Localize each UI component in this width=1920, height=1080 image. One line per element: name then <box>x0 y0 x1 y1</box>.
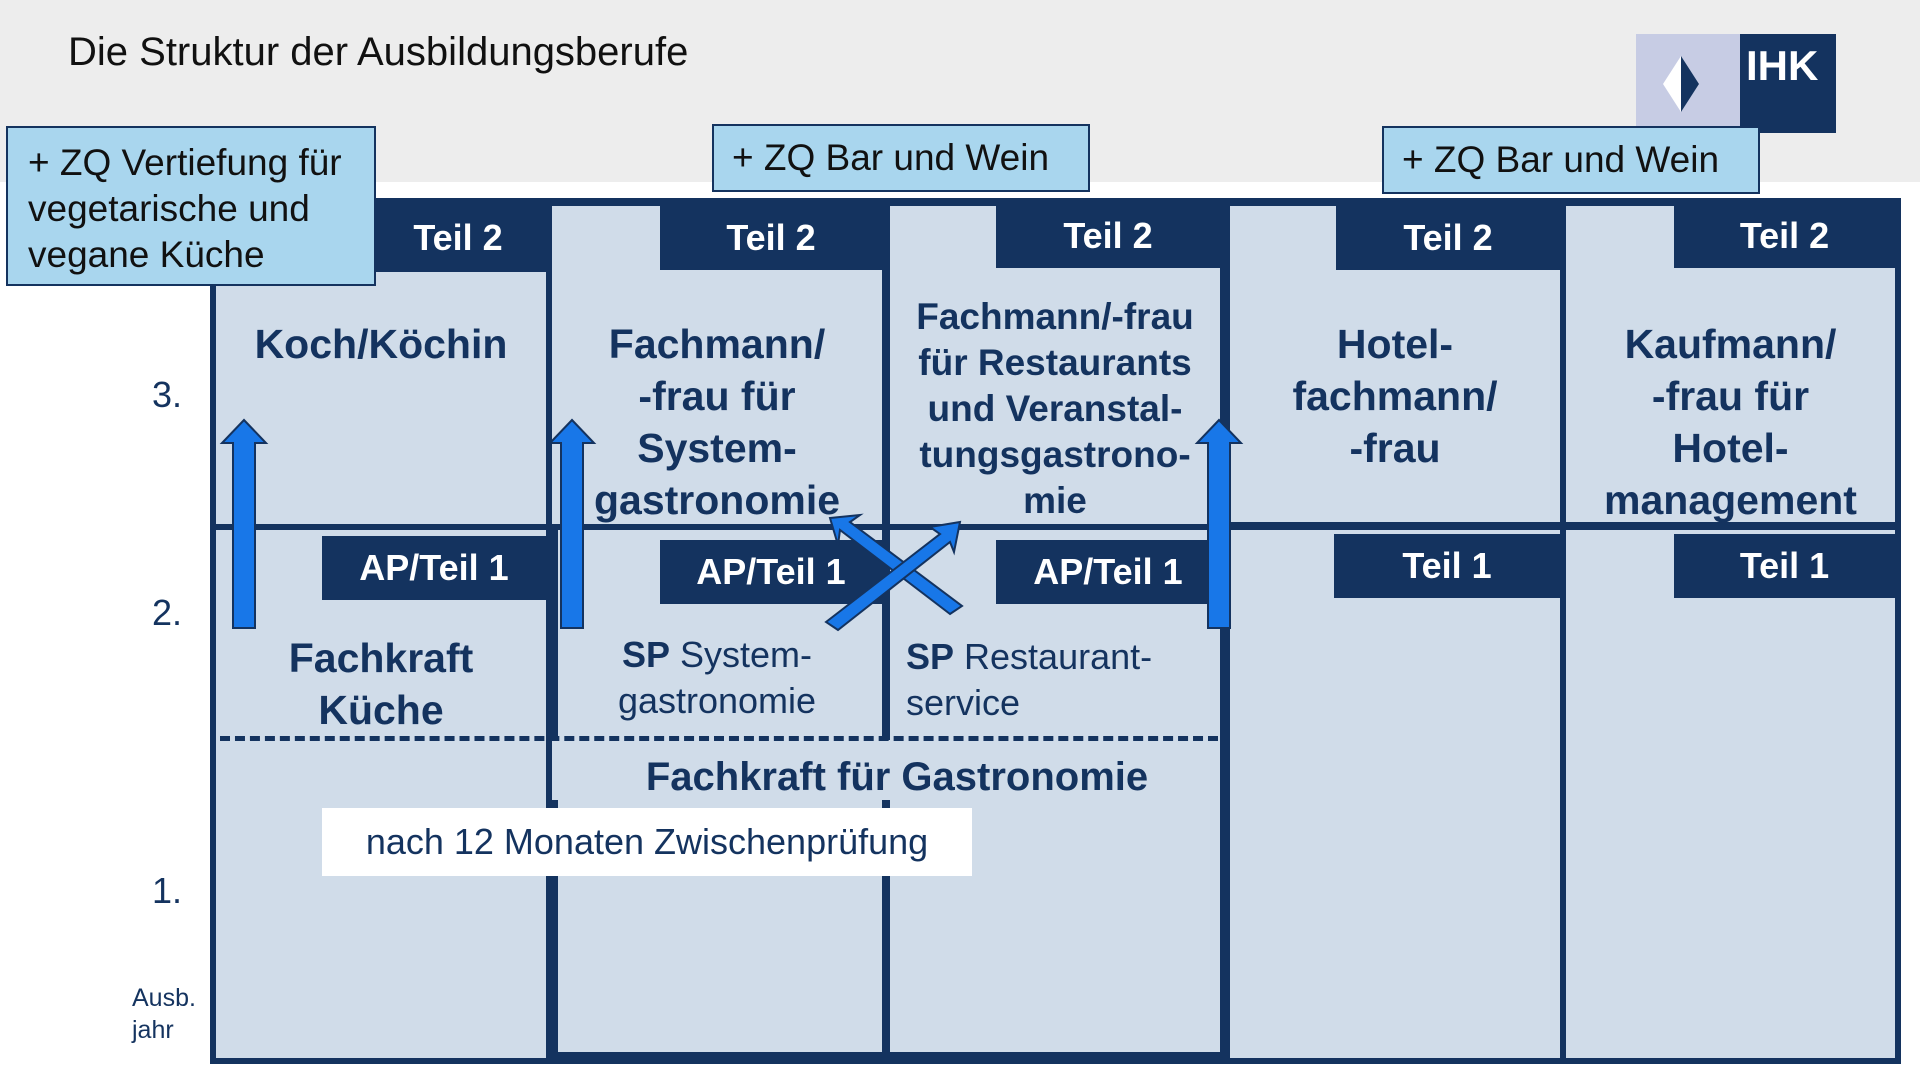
title-fachkraft-kueche-line1: Fachkraft <box>288 635 474 681</box>
zq-vegetarisch-line3: vegane Küche <box>28 234 265 275</box>
tag-teil1-kaufmann: Teil 1 <box>1674 534 1895 598</box>
logo-left-panel <box>1636 34 1740 133</box>
logo-text: IHK <box>1746 42 1819 89</box>
logo-diamond-icon <box>1663 56 1699 112</box>
tag-ap-teil1-system: AP/Teil 1 <box>660 540 882 604</box>
sp-restaurant-line2: service <box>906 682 1021 723</box>
zwischenpruefung-note: nach 12 Monaten Zwischenprüfung <box>322 808 972 876</box>
fachkraft-gastronomie-label: Fachkraft für Gastronomie <box>645 755 1149 799</box>
zq-vegetarisch-line2: vegetarische und <box>28 188 310 229</box>
title-restaurant-line5: mie <box>1023 480 1087 521</box>
tag-teil2-kaufmann: Teil 2 <box>1674 204 1895 268</box>
sp-system-text1: System- <box>670 634 813 675</box>
title-hotel-line3: -frau <box>1349 425 1441 471</box>
zq-box-bar-wein-system: + ZQ Bar und Wein <box>712 124 1090 192</box>
tag-teil1-hotel: Teil 1 <box>1334 534 1560 598</box>
arrow-up-restaurant-icon <box>1194 418 1244 629</box>
fachkraft-gastro-band <box>552 740 1220 800</box>
tag-teil2-restaurant: Teil 2 <box>996 204 1220 268</box>
arrow-cross-to-restaurant-icon <box>824 520 962 632</box>
year-3-label: 3. <box>152 374 183 415</box>
cell-koch-upper <box>216 272 546 524</box>
title-koch-line1: Koch/Köchin <box>254 321 508 367</box>
sp-system-abbr: SP <box>621 634 670 675</box>
arrow-cross-to-system-icon <box>828 513 964 616</box>
title-restaurant: Fachmann/-frau für Restaurants und Veran… <box>890 294 1220 524</box>
cell-kaufmann-lower <box>1566 530 1895 1058</box>
title-kaufmann-line3: Hotel- <box>1672 425 1789 471</box>
year-2-label: 2. <box>152 592 183 633</box>
cell-koch-lower <box>216 530 546 1058</box>
ausb-line1: Ausb. <box>132 984 196 1012</box>
sp-restaurant-line1: SP Restaurant- <box>906 634 1206 680</box>
page-title: Die Struktur der Ausbildungsberufe <box>68 30 689 74</box>
sp-restaurant: SP Restaurant- service <box>906 634 1206 726</box>
title-restaurant-line2: für Restaurants <box>918 342 1192 383</box>
tag-teil2-koch: Teil 2 <box>370 206 546 270</box>
title-system-line4: gastronomie <box>593 477 841 523</box>
title-restaurant-line1: Fachmann/-frau <box>916 296 1194 337</box>
year-1-label: 1. <box>152 870 183 911</box>
title-hotel-line1: Hotel- <box>1336 321 1454 367</box>
title-kaufmann-line2: -frau für <box>1651 373 1810 419</box>
ausb-line2: jahr <box>132 1016 174 1044</box>
title-kaufmann-line1: Kaufmann/ <box>1624 321 1837 367</box>
title-kaufmann-line4: management <box>1604 477 1857 523</box>
tag-teil2-hotel: Teil 2 <box>1336 206 1560 270</box>
title-restaurant-line3: und Veranstal- <box>927 388 1183 429</box>
sp-restaurant-text1: Restaurant- <box>954 636 1153 677</box>
zq-vegetarisch-line1: + ZQ Vertiefung für <box>28 142 342 183</box>
tag-ap-teil1-restaurant: AP/Teil 1 <box>996 540 1220 604</box>
title-restaurant-line4: tungsgastrono- <box>919 434 1191 475</box>
zq-box-bar-wein-hotel: + ZQ Bar und Wein <box>1382 126 1760 194</box>
zq-box-vegetarisch: + ZQ Vertiefung für vegetarische und veg… <box>6 126 376 286</box>
title-system-line2: -frau für <box>638 373 796 419</box>
sp-restaurant-abbr: SP <box>906 636 955 677</box>
title-system-line1: Fachmann/ <box>608 321 826 367</box>
dash-dot-divider <box>220 736 1218 741</box>
title-hotel: Hotel- fachmann/ -frau <box>1230 318 1560 474</box>
cell-hotel-lower <box>1230 530 1560 1058</box>
tag-teil2-system: Teil 2 <box>660 206 882 270</box>
tag-ap-teil1-koch: AP/Teil 1 <box>322 536 546 600</box>
title-fachkraft-kueche-line2: Küche <box>318 687 444 733</box>
title-koch: Koch/Köchin <box>216 318 546 370</box>
sp-system: SP System- gastronomie <box>552 632 882 724</box>
logo-right-panel <box>1740 34 1836 133</box>
title-system: Fachmann/ -frau für System- gastronomie <box>552 318 882 526</box>
title-system-line3: System- <box>637 425 797 471</box>
sp-system-line2: gastronomie <box>617 680 817 721</box>
title-fachkraft-kueche: Fachkraft Küche <box>216 632 546 736</box>
title-kaufmann: Kaufmann/ -frau für Hotel- management <box>1566 318 1895 526</box>
ihk-logo: IHK <box>1636 34 1836 133</box>
sp-system-line1: SP System- <box>552 632 882 678</box>
ausbildungsjahr-label: Ausb. jahr <box>132 982 196 1046</box>
arrow-up-koch-icon <box>219 418 269 629</box>
title-hotel-line2: fachmann/ <box>1292 373 1498 419</box>
arrow-up-system-icon <box>547 418 597 629</box>
